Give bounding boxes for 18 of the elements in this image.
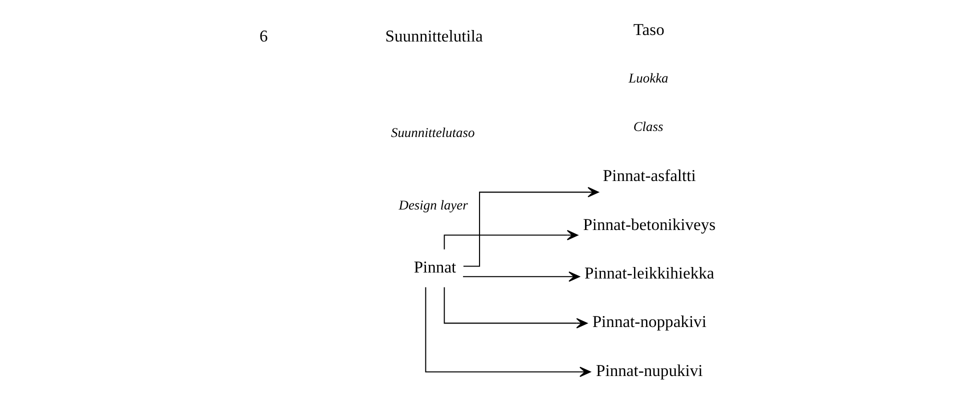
node-text: Pinnat-betonikiveys: [582, 214, 716, 234]
node-text: Pinnat-noppakivi: [592, 312, 706, 332]
label: Luokka: [628, 70, 668, 86]
label: Taso: [632, 20, 664, 40]
node-text: Pinnat-leikkihiekka: [584, 263, 714, 282]
label: Class: [632, 118, 663, 134]
arrow: [462, 271, 580, 282]
label: Design layer: [398, 198, 468, 213]
label: Suunnittelutila: [384, 26, 482, 46]
node-text: Pinnat-asfaltti: [602, 166, 696, 186]
node-text: Pinnat-nupukivi: [596, 360, 702, 380]
label: 6: [258, 26, 268, 46]
label: Suunnittelutaso: [390, 125, 474, 140]
arrow: [443, 287, 588, 328]
node-text: Pinnat: [413, 257, 456, 276]
arrow: [443, 230, 578, 250]
arrow: [462, 187, 598, 267]
arrow: [424, 287, 590, 378]
